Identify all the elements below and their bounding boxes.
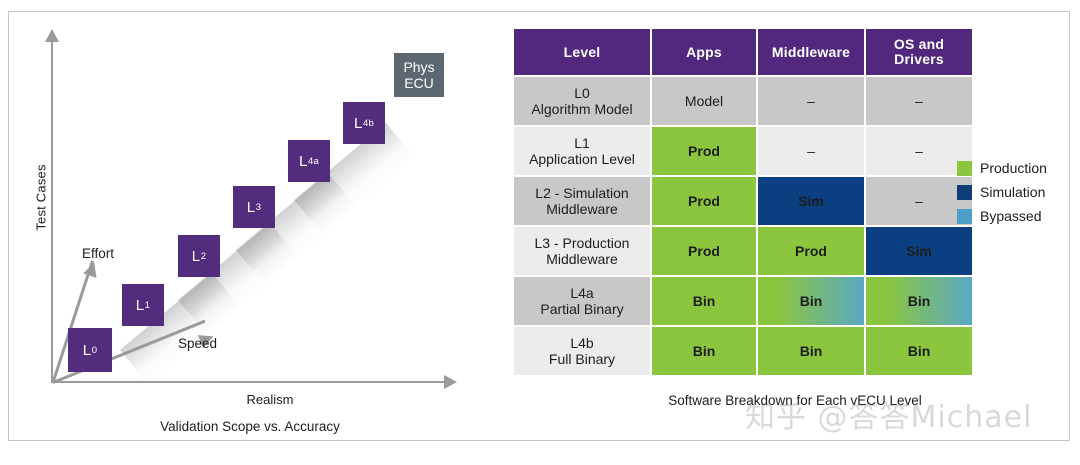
x-axis <box>51 381 450 383</box>
level-box-l4a-label: L <box>298 152 308 170</box>
level-box-l3-sub: 3 <box>255 201 262 213</box>
row-level-l0-line1: L0 <box>574 85 590 101</box>
cell-l0-apps: Model <box>652 77 756 125</box>
row-level-l4b-line2: Full Binary <box>548 351 616 367</box>
speed-label: Speed <box>178 336 218 351</box>
legend-item-production: Production <box>957 160 1077 176</box>
cell-l4a-os: Bin <box>866 277 972 325</box>
row-level-l4b: L4b Full Binary <box>514 327 650 375</box>
level-box-l4a-sub: 4a <box>308 155 319 167</box>
level-box-l2-label: L <box>191 247 201 265</box>
legend-item-simulation: Simulation <box>957 184 1077 200</box>
level-box-l3-label: L <box>246 198 256 216</box>
phys-ecu-line1: Phys <box>403 59 435 75</box>
table-caption: Software Breakdown for Each vECU Level <box>668 393 922 408</box>
table-row: L3 - Production Middleware Prod Prod Sim <box>514 227 972 275</box>
y-axis-title: Test Cases <box>33 164 49 231</box>
legend-swatch-simulation-icon <box>957 184 972 200</box>
row-level-l3: L3 - Production Middleware <box>514 227 650 275</box>
cell-l3-os: Sim <box>866 227 972 275</box>
row-level-l4a-line1: L4a <box>570 285 594 301</box>
phys-ecu-box[interactable]: Phys ECU <box>394 53 444 97</box>
row-level-l3-line2: Middleware <box>546 251 618 267</box>
level-box-l2-sub: 2 <box>200 250 207 262</box>
y-axis <box>51 40 53 383</box>
level-box-l1-sub: 1 <box>144 299 151 311</box>
column-header-os-drivers: OS and Drivers <box>866 29 972 75</box>
table-row: L1 Application Level Prod – – <box>514 127 972 175</box>
table-row: L0 Algorithm Model Model – – <box>514 77 972 125</box>
software-breakdown-panel: Level Apps Middleware OS and Drivers L0 … <box>505 0 1080 465</box>
row-level-l2: L2 - Simulation Middleware <box>514 177 650 225</box>
legend-item-bypassed: Bypassed <box>957 208 1077 224</box>
x-axis-arrow-icon <box>444 375 457 389</box>
x-axis-title: Realism <box>246 392 294 407</box>
level-box-l1-label: L <box>135 296 145 314</box>
cell-l1-apps: Prod <box>652 127 756 175</box>
cell-l2-os: – <box>866 177 972 225</box>
cell-l3-middleware: Prod <box>758 227 864 275</box>
legend-label-bypassed: Bypassed <box>980 208 1042 224</box>
table-row: L4a Partial Binary Bin Bin Bin <box>514 277 972 325</box>
cell-l4b-apps: Bin <box>652 327 756 375</box>
table-row: L4b Full Binary Bin Bin Bin <box>514 327 972 375</box>
cell-l1-os: – <box>866 127 972 175</box>
cell-l1-middleware: – <box>758 127 864 175</box>
cell-l3-apps: Prod <box>652 227 756 275</box>
effort-label: Effort <box>82 246 115 261</box>
row-level-l0-line2: Algorithm Model <box>531 101 633 117</box>
column-header-os-line1: OS and <box>893 36 945 52</box>
left-chart-caption: Validation Scope vs. Accuracy <box>160 419 340 434</box>
cell-l4b-os: Bin <box>866 327 972 375</box>
y-axis-arrow-icon <box>45 29 59 42</box>
level-box-l4b-label: L <box>353 114 363 132</box>
row-level-l3-line1: L3 - Production <box>534 235 630 251</box>
row-level-l0: L0 Algorithm Model <box>514 77 650 125</box>
row-level-l2-line1: L2 - Simulation <box>535 185 629 201</box>
cell-l4a-middleware: Bin <box>758 277 864 325</box>
legend-swatch-production-icon <box>957 160 972 176</box>
legend-swatch-bypassed-icon <box>957 208 972 224</box>
row-level-l4b-line1: L4b <box>570 335 594 351</box>
row-level-l4a: L4a Partial Binary <box>514 277 650 325</box>
row-level-l1-line1: L1 <box>574 135 590 151</box>
column-header-apps: Apps <box>652 29 756 75</box>
column-header-os-line2: Drivers <box>894 51 944 67</box>
row-level-l2-line2: Middleware <box>546 201 618 217</box>
software-breakdown-table: Level Apps Middleware OS and Drivers L0 … <box>512 27 974 377</box>
cell-l4b-middleware: Bin <box>758 327 864 375</box>
legend-label-production: Production <box>980 160 1047 176</box>
table-row: L2 - Simulation Middleware Prod Sim – <box>514 177 972 225</box>
cell-l2-middleware: Sim <box>758 177 864 225</box>
row-level-l1-line2: Application Level <box>529 151 635 167</box>
table-header-row: Level Apps Middleware OS and Drivers <box>514 29 972 75</box>
phys-ecu-line2: ECU <box>404 75 434 91</box>
cell-l0-os: – <box>866 77 972 125</box>
column-header-middleware: Middleware <box>758 29 864 75</box>
cell-l0-middleware: – <box>758 77 864 125</box>
cell-l4a-apps: Bin <box>652 277 756 325</box>
cell-l2-apps: Prod <box>652 177 756 225</box>
level-box-l0-sub: 0 <box>91 344 98 356</box>
level-box-l0-label: L <box>82 341 92 359</box>
column-header-level: Level <box>514 29 650 75</box>
row-level-l4a-line2: Partial Binary <box>540 301 624 317</box>
legend-label-simulation: Simulation <box>980 184 1046 200</box>
row-level-l1: L1 Application Level <box>514 127 650 175</box>
legend: Production Simulation Bypassed <box>957 160 1077 232</box>
level-box-l4b-sub: 4b <box>363 117 374 129</box>
